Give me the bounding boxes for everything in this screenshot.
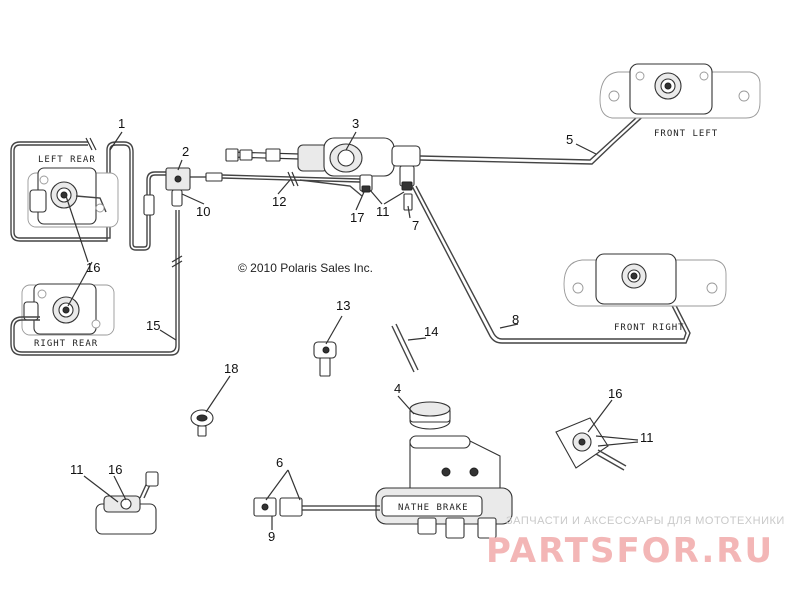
callout-9: 9	[268, 529, 275, 544]
push-rod-part	[391, 323, 419, 373]
right-rear-caliper	[21, 283, 115, 336]
copyright-notice: © 2010 Polaris Sales Inc.	[238, 261, 373, 275]
caption-front-left: FRONT LEFT	[654, 129, 718, 139]
caption-right-rear: RIGHT REAR	[34, 339, 98, 349]
callout-18: 18	[224, 361, 238, 376]
caption-front-right: FRONT RIGHT	[614, 323, 685, 333]
rear-brake-line	[221, 171, 363, 197]
leader-lines	[65, 131, 639, 530]
callout-7: 7	[412, 218, 419, 233]
callout-8: 8	[512, 312, 519, 327]
master-cylinder-label: NATHE BRAKE	[398, 503, 469, 513]
callout-11-top: 11	[376, 204, 390, 219]
callout-3: 3	[352, 116, 359, 131]
callout-10: 10	[196, 204, 210, 219]
upper-master-cylinder	[225, 137, 421, 211]
caption-left-rear: LEFT REAR	[38, 155, 96, 165]
hose-clamp-part	[190, 409, 214, 437]
front-right-caliper	[563, 253, 727, 307]
left-rear-caliper	[27, 167, 119, 228]
front-left-caliper	[599, 63, 761, 119]
callout-16-lower-right: 16	[608, 386, 622, 401]
brake-switch-part	[313, 341, 337, 377]
watermark-tagline: ЗАПЧАСТИ И АКСЕССУАРЫ ДЛЯ МОТОТЕХНИКИ	[506, 515, 785, 527]
brake-tee-block	[143, 167, 223, 216]
callout-6: 6	[276, 455, 283, 470]
front-right-brake-line	[411, 185, 691, 344]
right-rear-hose	[10, 210, 183, 356]
callout-16-lower-left: 16	[108, 462, 122, 477]
main-master-cylinder: NATHE BRAKE	[375, 401, 513, 539]
callout-2: 2	[182, 144, 189, 159]
clevis-assembly	[253, 497, 380, 517]
callout-12: 12	[272, 194, 286, 209]
callout-11-lower-right: 11	[640, 430, 654, 445]
callout-4: 4	[394, 381, 401, 396]
callout-11-lower-left: 11	[70, 462, 84, 477]
callout-5: 5	[566, 132, 573, 147]
callout-17: 17	[350, 210, 364, 225]
callout-13: 13	[336, 298, 350, 313]
callout-15: 15	[146, 318, 160, 333]
callout-16-rear: 16	[86, 260, 100, 275]
watermark-brand: PARTSFOR.RU	[486, 531, 774, 571]
callout-1: 1	[118, 116, 125, 131]
callout-14: 14	[424, 324, 438, 339]
lower-right-caliper	[555, 417, 627, 471]
lower-left-caliper	[95, 471, 159, 535]
